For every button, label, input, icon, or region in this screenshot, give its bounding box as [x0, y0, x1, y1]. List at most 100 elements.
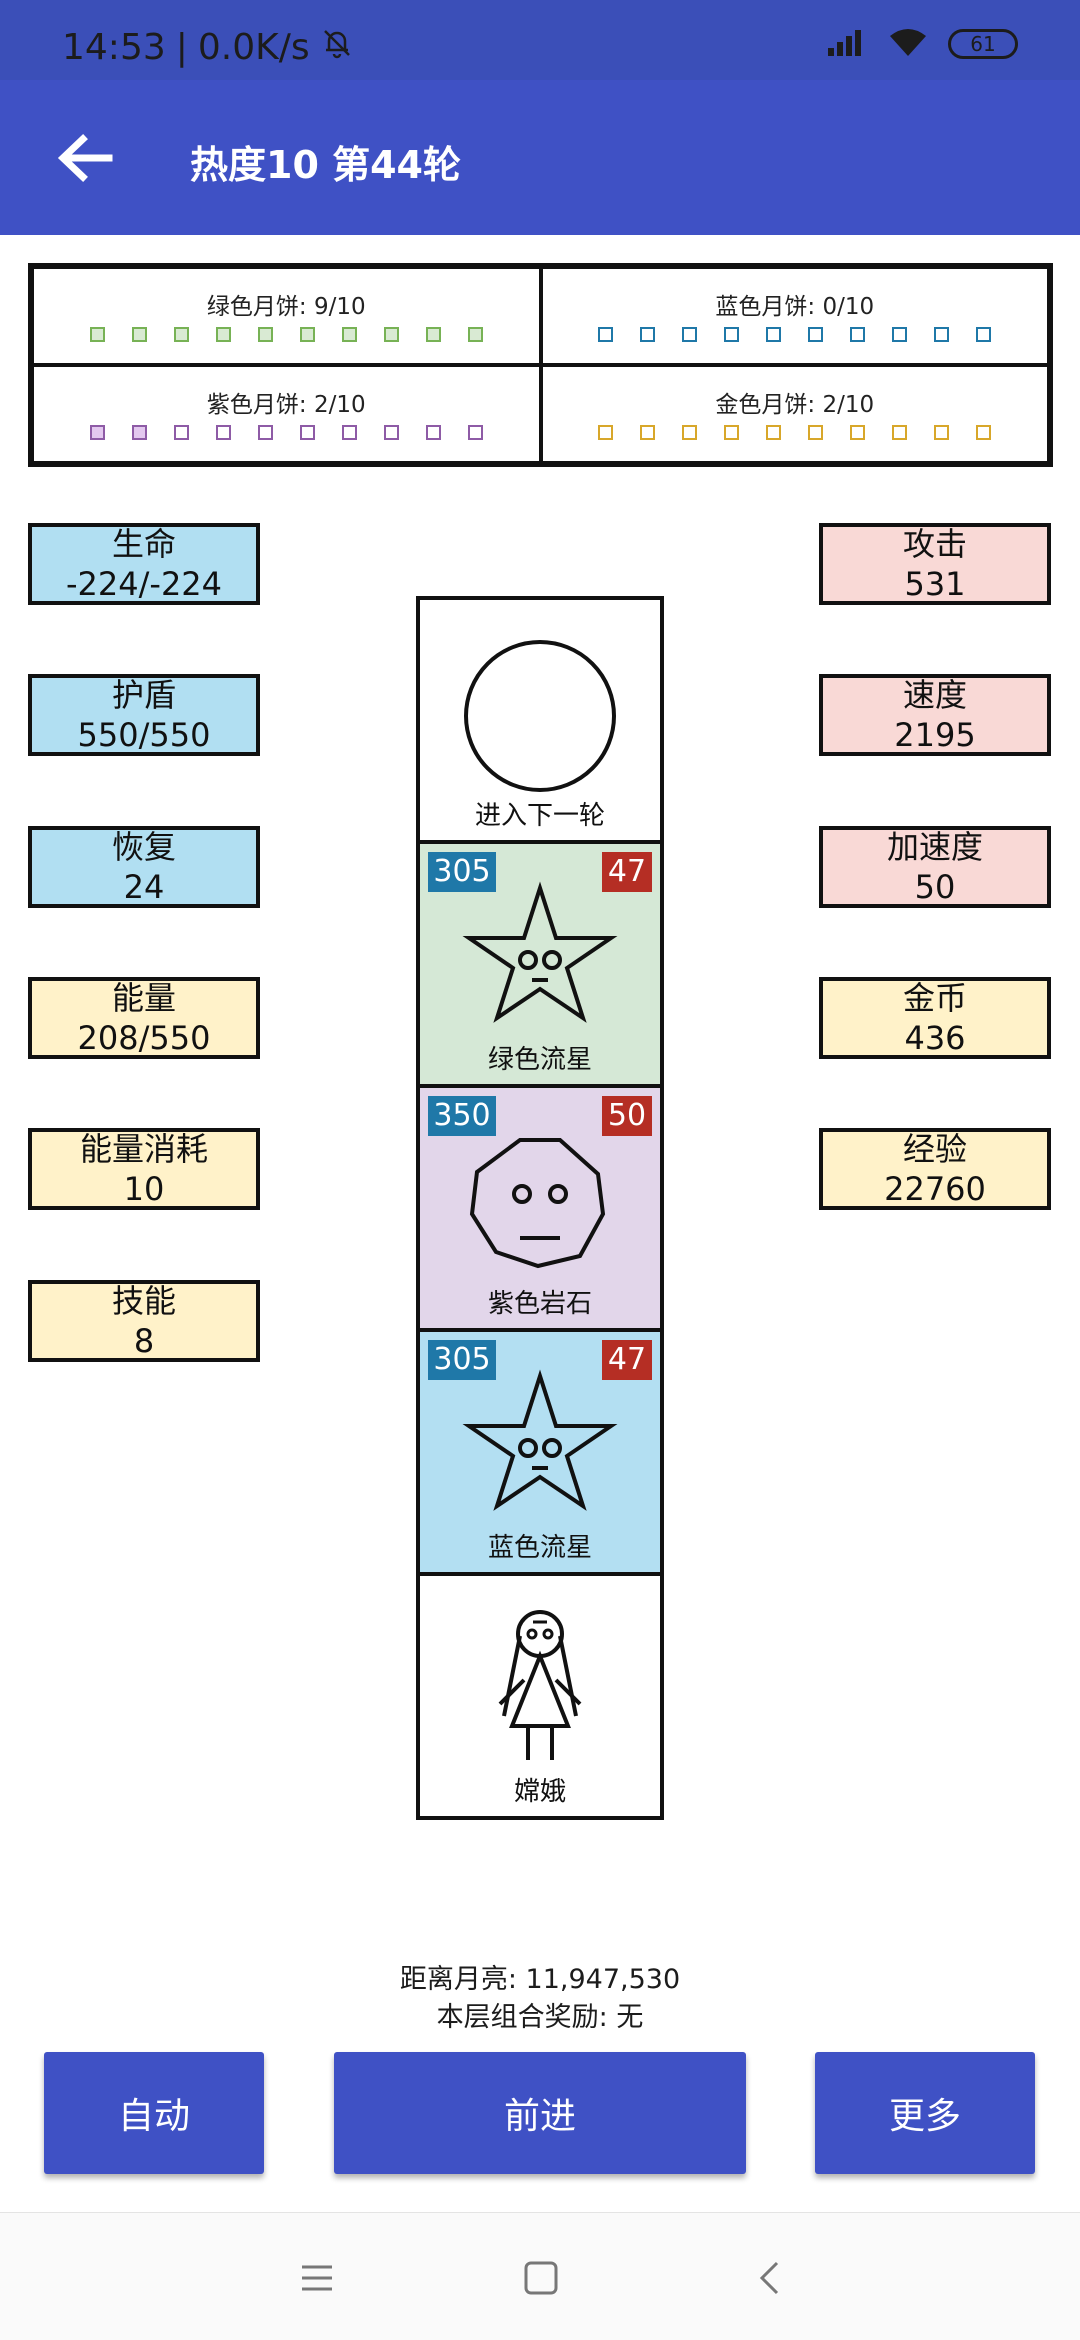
tower-column: 进入下一轮 305 47 绿色流星 350 50 紫色岩石: [416, 596, 664, 1820]
stat-name: 生命: [111, 525, 176, 563]
distance-to-moon: 距离月亮: 11,947,530: [399, 1964, 681, 1995]
arrow-left-icon: [57, 133, 113, 182]
auto-button[interactable]: 自动: [44, 2052, 264, 2174]
mooncake-dot: [257, 327, 273, 342]
stat-speed: 速度 2195: [819, 674, 1051, 756]
stat-value: 10: [123, 1170, 165, 1208]
floor-label: 蓝色流星: [487, 1533, 592, 1563]
mooncake-dot: [850, 327, 866, 342]
mooncake-dot: [299, 327, 315, 342]
stat-value: 531: [904, 565, 966, 603]
enemy-hp-badge: 350: [428, 1096, 496, 1136]
mooncake-dot: [724, 327, 740, 342]
mooncake-dot: [299, 425, 315, 440]
mooncake-dot: [383, 425, 399, 440]
home-square-icon[interactable]: [523, 2260, 559, 2296]
stat-energy-cost: 能量消耗 10: [28, 1128, 260, 1210]
enemy-attack-badge: 50: [602, 1096, 652, 1136]
back-chevron-icon[interactable]: [757, 2260, 781, 2296]
mooncake-dot: [215, 327, 231, 342]
more-button[interactable]: 更多: [815, 2052, 1035, 2174]
mooncake-dot: [766, 327, 782, 342]
stat-value: 50: [914, 868, 956, 906]
mooncake-cell-green: 绿色月饼: 9/10: [32, 267, 541, 365]
stat-gold: 金币 436: [819, 977, 1051, 1059]
mooncake-dot: [89, 327, 105, 342]
mooncake-dot: [766, 425, 782, 440]
mooncake-label: 绿色月饼: 9/10: [206, 294, 366, 320]
mooncake-dot: [724, 425, 740, 440]
mooncake-dot: [934, 327, 950, 342]
mooncake-dots: [34, 425, 539, 440]
status-left: 14:53 | 0.0K/s: [62, 26, 354, 69]
mooncake-dot: [173, 327, 189, 342]
mooncake-dot: [976, 425, 992, 440]
forward-button[interactable]: 前进: [334, 2052, 746, 2174]
mooncake-dot: [682, 425, 698, 440]
mooncake-dot: [131, 327, 147, 342]
mooncake-dot: [341, 327, 357, 342]
mooncake-dot: [131, 425, 147, 440]
stat-value: 208/550: [77, 1019, 211, 1057]
stat-name: 技能: [111, 1282, 176, 1320]
status-time: 14:53: [62, 27, 166, 68]
floor-blue-meteor[interactable]: 305 47 蓝色流星: [416, 1328, 664, 1576]
mooncake-cell-purple: 紫色月饼: 2/10: [32, 365, 541, 463]
floor-next-round[interactable]: 进入下一轮: [416, 596, 664, 844]
stat-acceleration: 加速度 50: [819, 826, 1051, 908]
page-title: 热度10 第44轮: [190, 143, 461, 187]
enemy-attack-badge: 47: [602, 852, 652, 892]
stat-shield: 护盾 550/550: [28, 674, 260, 756]
stat-hp: 生命 -224/-224: [28, 523, 260, 605]
mooncake-label: 金色月饼: 2/10: [715, 392, 875, 418]
stat-name: 经验: [902, 1130, 967, 1168]
stat-skill: 技能 8: [28, 1280, 260, 1362]
mooncake-dots: [34, 327, 539, 342]
status-net-speed: 0.0K/s: [197, 27, 310, 68]
mooncake-dot: [682, 327, 698, 342]
stat-value: -224/-224: [65, 565, 223, 603]
mooncake-dot: [892, 425, 908, 440]
floor-player: 嫦娥: [416, 1572, 664, 1820]
stat-value: 436: [904, 1019, 966, 1057]
status-bar: 14:53 | 0.0K/s 61: [0, 0, 1080, 80]
mooncake-dot: [341, 425, 357, 440]
battery-indicator: 61: [948, 29, 1018, 59]
mooncake-cell-blue: 蓝色月饼: 0/10: [540, 267, 1049, 365]
star-face-icon: [462, 881, 618, 1023]
floor-label: 嫦娥: [513, 1777, 566, 1807]
mooncake-dot: [640, 425, 656, 440]
enemy-hp-badge: 305: [428, 852, 496, 892]
wifi-icon: [888, 26, 928, 62]
mooncake-dot: [934, 425, 950, 440]
stat-value: 24: [123, 868, 165, 906]
floor-green-meteor[interactable]: 305 47 绿色流星: [416, 840, 664, 1088]
menu-icon[interactable]: [300, 2263, 334, 2293]
mooncake-dots: [543, 425, 1048, 440]
mooncake-dot: [892, 327, 908, 342]
stat-value: 22760: [884, 1170, 986, 1208]
back-button[interactable]: [50, 120, 120, 195]
mooncake-label: 紫色月饼: 2/10: [206, 392, 366, 418]
stat-name: 金币: [902, 979, 967, 1017]
stat-name: 能量: [111, 979, 176, 1017]
stat-attack: 攻击 531: [819, 523, 1051, 605]
mooncake-dot: [640, 327, 656, 342]
mooncake-cell-gold: 金色月饼: 2/10: [540, 365, 1049, 463]
change-character-icon: [498, 1610, 582, 1760]
mooncake-dot: [467, 327, 483, 342]
stat-value: 8: [133, 1322, 155, 1360]
mooncake-progress-table: 绿色月饼: 9/10 蓝色月饼: 0/10 紫色月饼: 2/10 金色月饼: 2…: [28, 263, 1053, 467]
signal-icon: [826, 26, 868, 62]
mooncake-dots: [543, 327, 1048, 342]
mooncake-dot: [467, 425, 483, 440]
mooncake-dot: [215, 425, 231, 440]
mooncake-dot: [976, 327, 992, 342]
app-bar: 热度10 第44轮: [0, 80, 1080, 235]
mooncake-dot: [425, 425, 441, 440]
system-nav-bar: [0, 2212, 1080, 2340]
floor-purple-rock[interactable]: 350 50 紫色岩石: [416, 1084, 664, 1332]
floor-label: 进入下一轮: [474, 801, 605, 831]
status-divider: |: [175, 27, 188, 68]
stat-name: 攻击: [902, 525, 967, 563]
